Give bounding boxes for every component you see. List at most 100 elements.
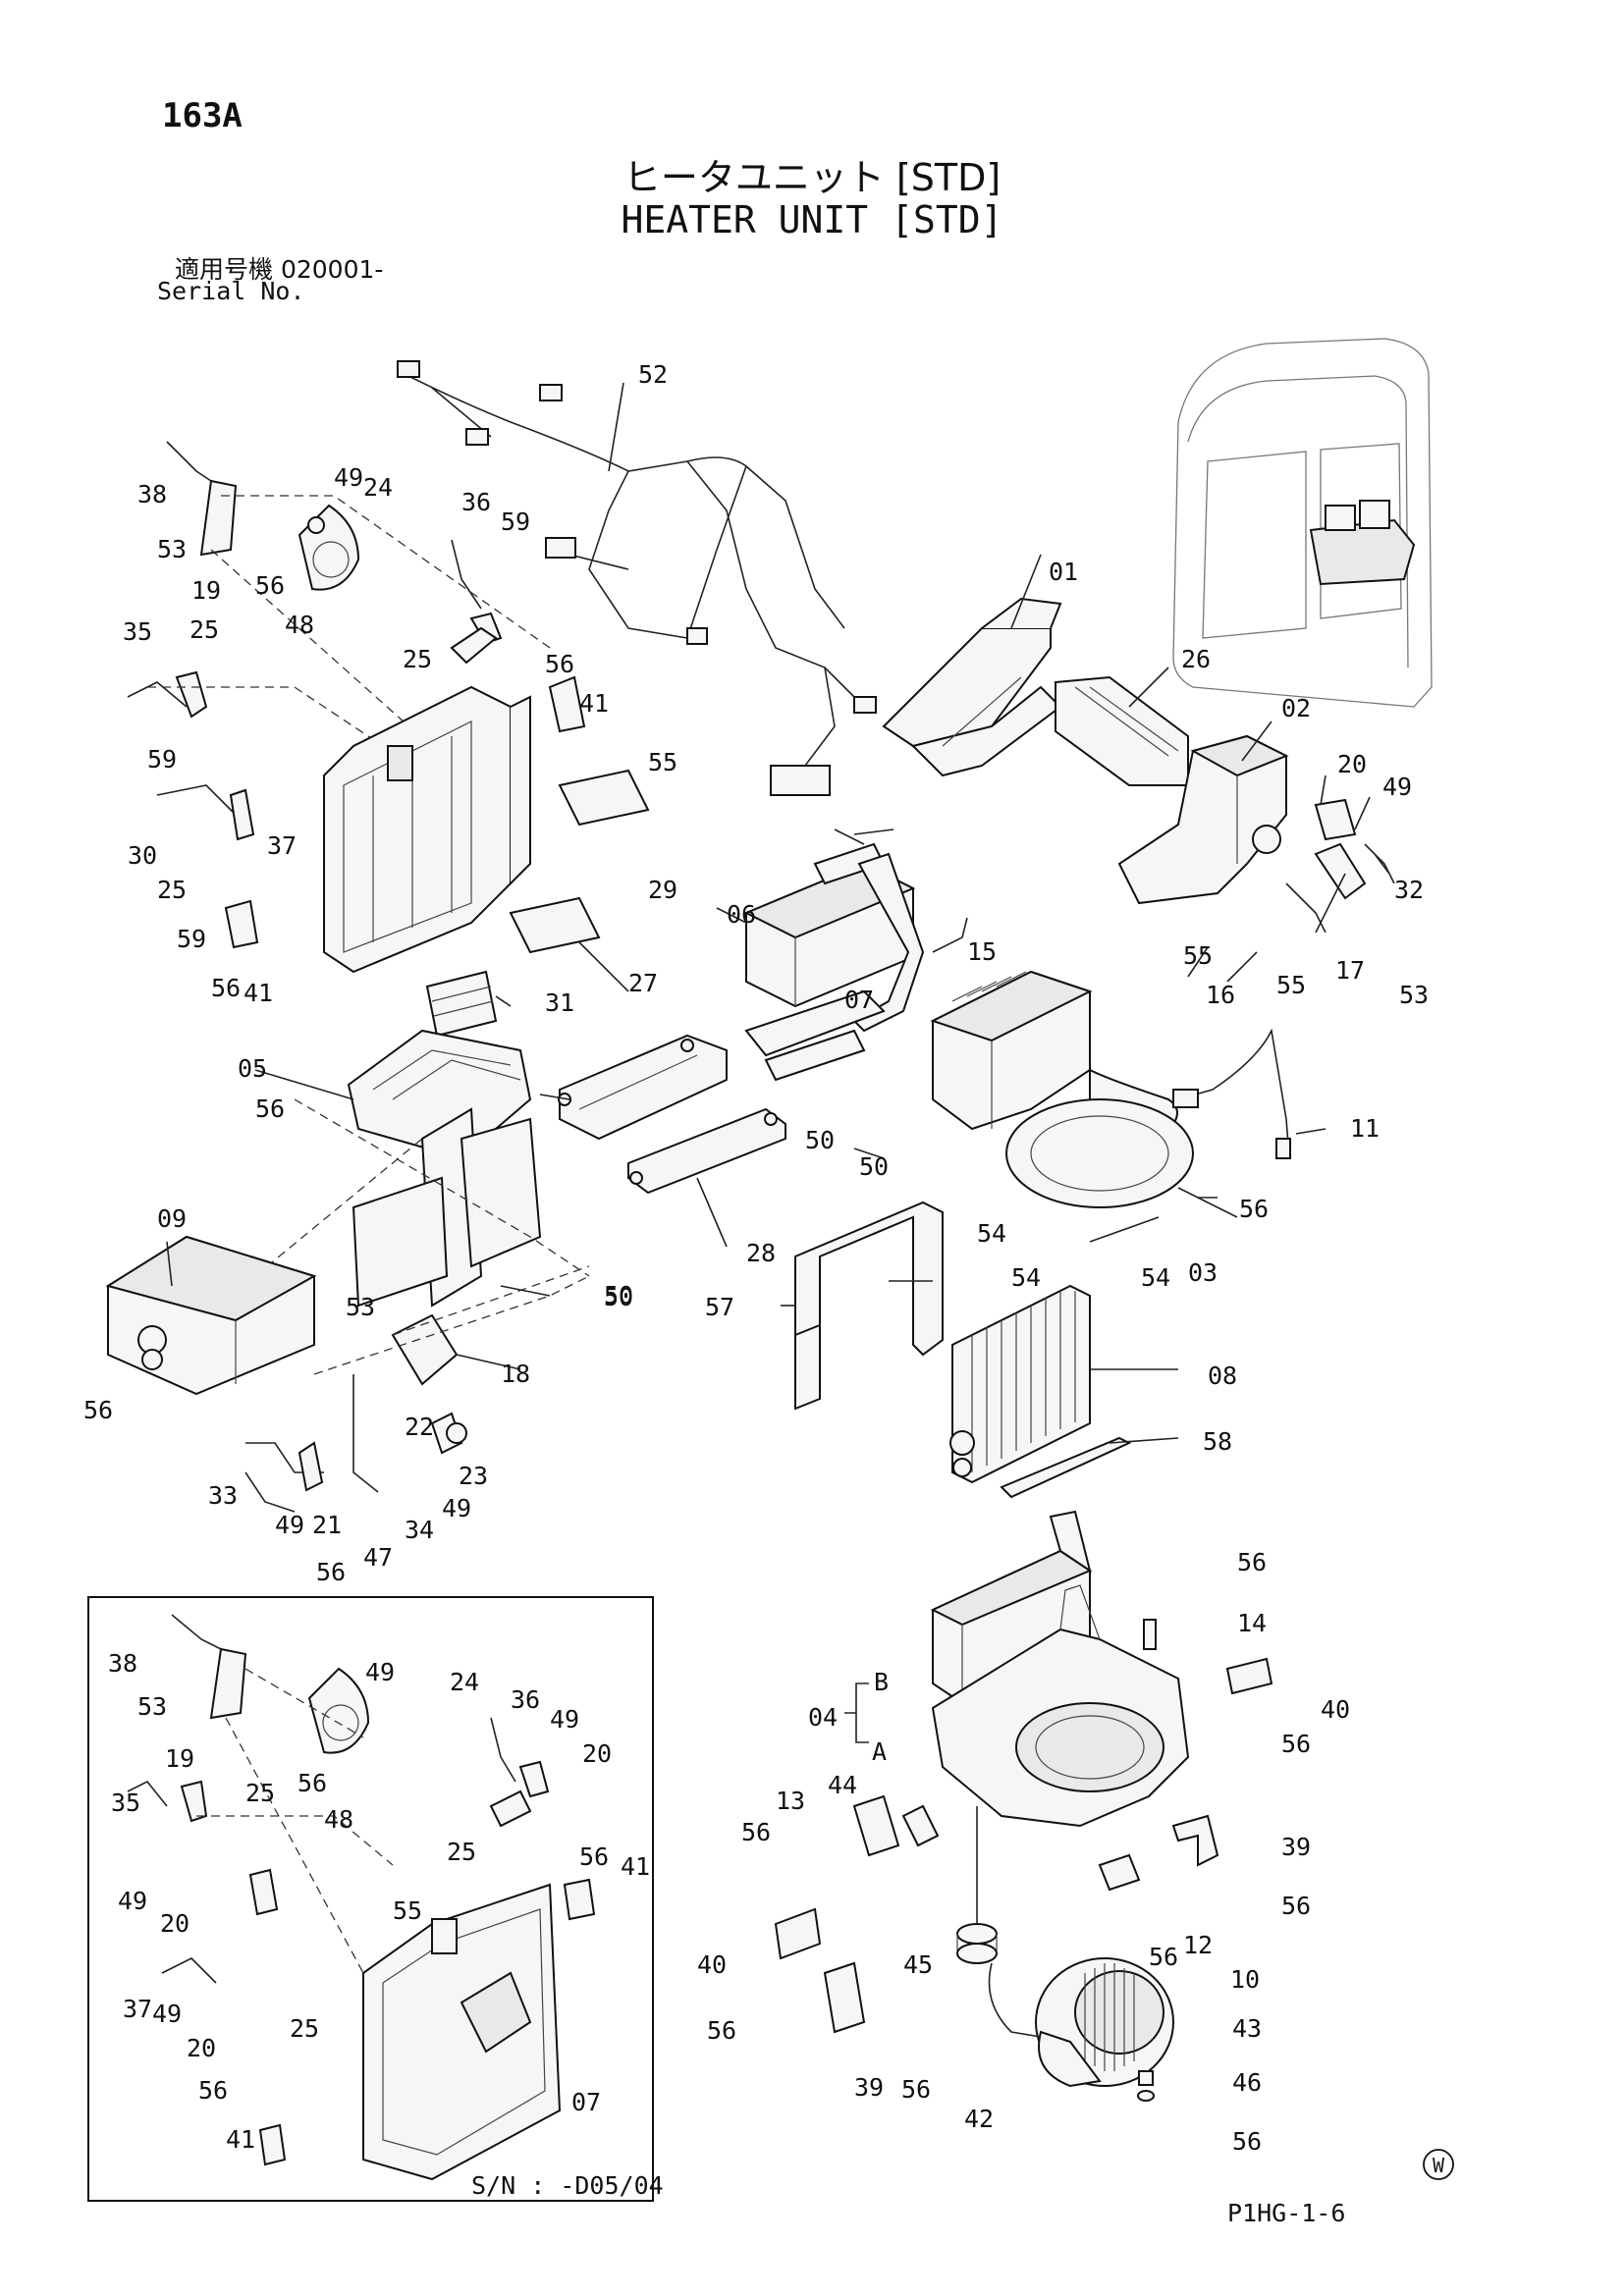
inset-serial-note: S/N : -D05/04	[471, 2171, 664, 2200]
part-callout-label: 56	[255, 571, 285, 600]
part-callout-label: 23	[459, 1462, 488, 1490]
evaporator-08	[949, 1284, 1091, 1484]
lower-case-05	[254, 1029, 590, 1308]
part-callout-label: 41	[621, 1852, 650, 1881]
part-callout-label: 56	[1281, 1730, 1311, 1758]
part-callout-label: 29	[648, 876, 677, 904]
part-callout-label: 35	[123, 617, 152, 646]
part-callout-label: 41	[579, 689, 609, 718]
part-callout-label: 36	[461, 488, 491, 516]
part-callout-label: 22	[405, 1413, 434, 1441]
serial-label-japanese: 適用号機 020001-	[175, 255, 384, 284]
part-callout-label: 56	[298, 1769, 327, 1797]
bracket-04	[844, 1682, 869, 1743]
part-callout-label: 07	[844, 986, 874, 1014]
part-callout-label: 12	[1183, 1931, 1213, 1959]
filter-27	[558, 1034, 728, 1141]
part-callout-label: 56	[316, 1558, 346, 1586]
part-callout-label: 55	[1183, 941, 1213, 970]
part-callout-label: 41	[226, 2125, 255, 2154]
evaporator-plate-26	[1055, 675, 1189, 786]
part-callout-label: 57	[705, 1293, 734, 1321]
part-callout-label: 03	[1188, 1258, 1218, 1287]
part-callout-label: 25	[245, 1779, 275, 1807]
part-callout-label: 19	[165, 1744, 194, 1773]
part-callout-label: 25	[403, 645, 432, 673]
part-callout-label: 35	[111, 1789, 140, 1817]
page-number: 163A	[162, 96, 243, 135]
part-callout-label: 10	[1230, 1965, 1260, 1994]
part-callout-label: 25	[189, 615, 219, 644]
part-callout-label: 20	[187, 2034, 216, 2062]
part-callout-label: 49	[334, 463, 363, 492]
part-callout-label: 25	[290, 2014, 319, 2043]
part-callout-label: 16	[1206, 981, 1235, 1009]
part-callout-label: 53	[1399, 981, 1429, 1009]
part-callout-label: 56	[1232, 2127, 1262, 2156]
part-callout-label: 56	[545, 650, 574, 678]
part-callout-label: 59	[501, 507, 530, 536]
part-callout-label: 56	[211, 974, 241, 1002]
part-callout-label: 52	[638, 360, 668, 389]
part-callout-label: 56	[1281, 1892, 1311, 1920]
part-callout-label: 56	[198, 2076, 228, 2105]
part-callout-label: 54	[1141, 1263, 1170, 1292]
part-callout-label: 56	[255, 1095, 285, 1123]
page-code: P1HG-1-6	[1227, 2199, 1346, 2227]
seal-58	[1000, 1436, 1132, 1499]
part-callout-label: 37	[267, 831, 297, 860]
leader-lines	[166, 382, 1390, 1444]
part-callout-label: 05	[238, 1054, 267, 1083]
part-callout-label: 44	[828, 1771, 857, 1799]
part-callout-label: 49	[365, 1658, 395, 1686]
duct-assembly-06	[743, 842, 925, 1082]
part-callout-label: 27	[628, 969, 658, 997]
damper-doors-30-29-31	[425, 769, 650, 1038]
part-callout-label: 24	[450, 1668, 479, 1696]
part-callout-label: 56	[1239, 1195, 1269, 1223]
part-callout-label: 56	[1237, 1548, 1267, 1576]
part-callout-label: 49	[275, 1511, 304, 1539]
part-callout-label: 56	[741, 1818, 771, 1846]
part-callout-label: 33	[208, 1481, 238, 1510]
wire-harness-52	[397, 360, 877, 796]
blower-case-03	[930, 970, 1291, 1208]
serial-label-english: Serial No.	[157, 277, 305, 305]
part-callout-label: 32	[1394, 876, 1424, 904]
part-callout-label: 30	[128, 841, 157, 870]
part-callout-label: 04	[808, 1703, 838, 1732]
part-callout-label: 50	[604, 1283, 633, 1311]
part-callout-label: 56	[707, 2016, 736, 2045]
upper-case-07	[323, 685, 531, 974]
part-callout-label: 49	[1382, 773, 1412, 801]
part-callout-label: 53	[157, 535, 187, 563]
part-callout-label: 55	[1276, 971, 1306, 999]
part-callout-label: 39	[1281, 1833, 1311, 1861]
part-callout-label: 17	[1335, 956, 1365, 985]
part-callout-label: 56	[1149, 1943, 1178, 1971]
part-callout-label: 50	[604, 1281, 633, 1309]
heater-core-09	[105, 1235, 317, 1396]
part-callout-label: 13	[776, 1787, 805, 1815]
part-callout-label: 02	[1281, 694, 1311, 722]
part-callout-label: 08	[1208, 1362, 1237, 1390]
part-callout-label: 50	[859, 1152, 889, 1181]
part-callout-label: 25	[447, 1838, 476, 1866]
part-callout-label: 56	[83, 1396, 113, 1424]
case-04A	[931, 1584, 1190, 1828]
part-callout-label: 59	[147, 745, 177, 774]
part-callout-label: 46	[1232, 2068, 1262, 2097]
part-callout-label: 43	[1232, 2014, 1262, 2043]
part-callout-label: 39	[854, 2073, 884, 2102]
case-02	[1117, 734, 1395, 934]
part-callout-label: 47	[363, 1543, 393, 1572]
part-callout-label: 38	[108, 1649, 137, 1678]
part-callout-label: 20	[1337, 750, 1367, 778]
part-callout-label: 53	[346, 1293, 375, 1321]
part-callout-label: 42	[964, 2105, 994, 2133]
part-callout-label: 01	[1049, 558, 1078, 586]
